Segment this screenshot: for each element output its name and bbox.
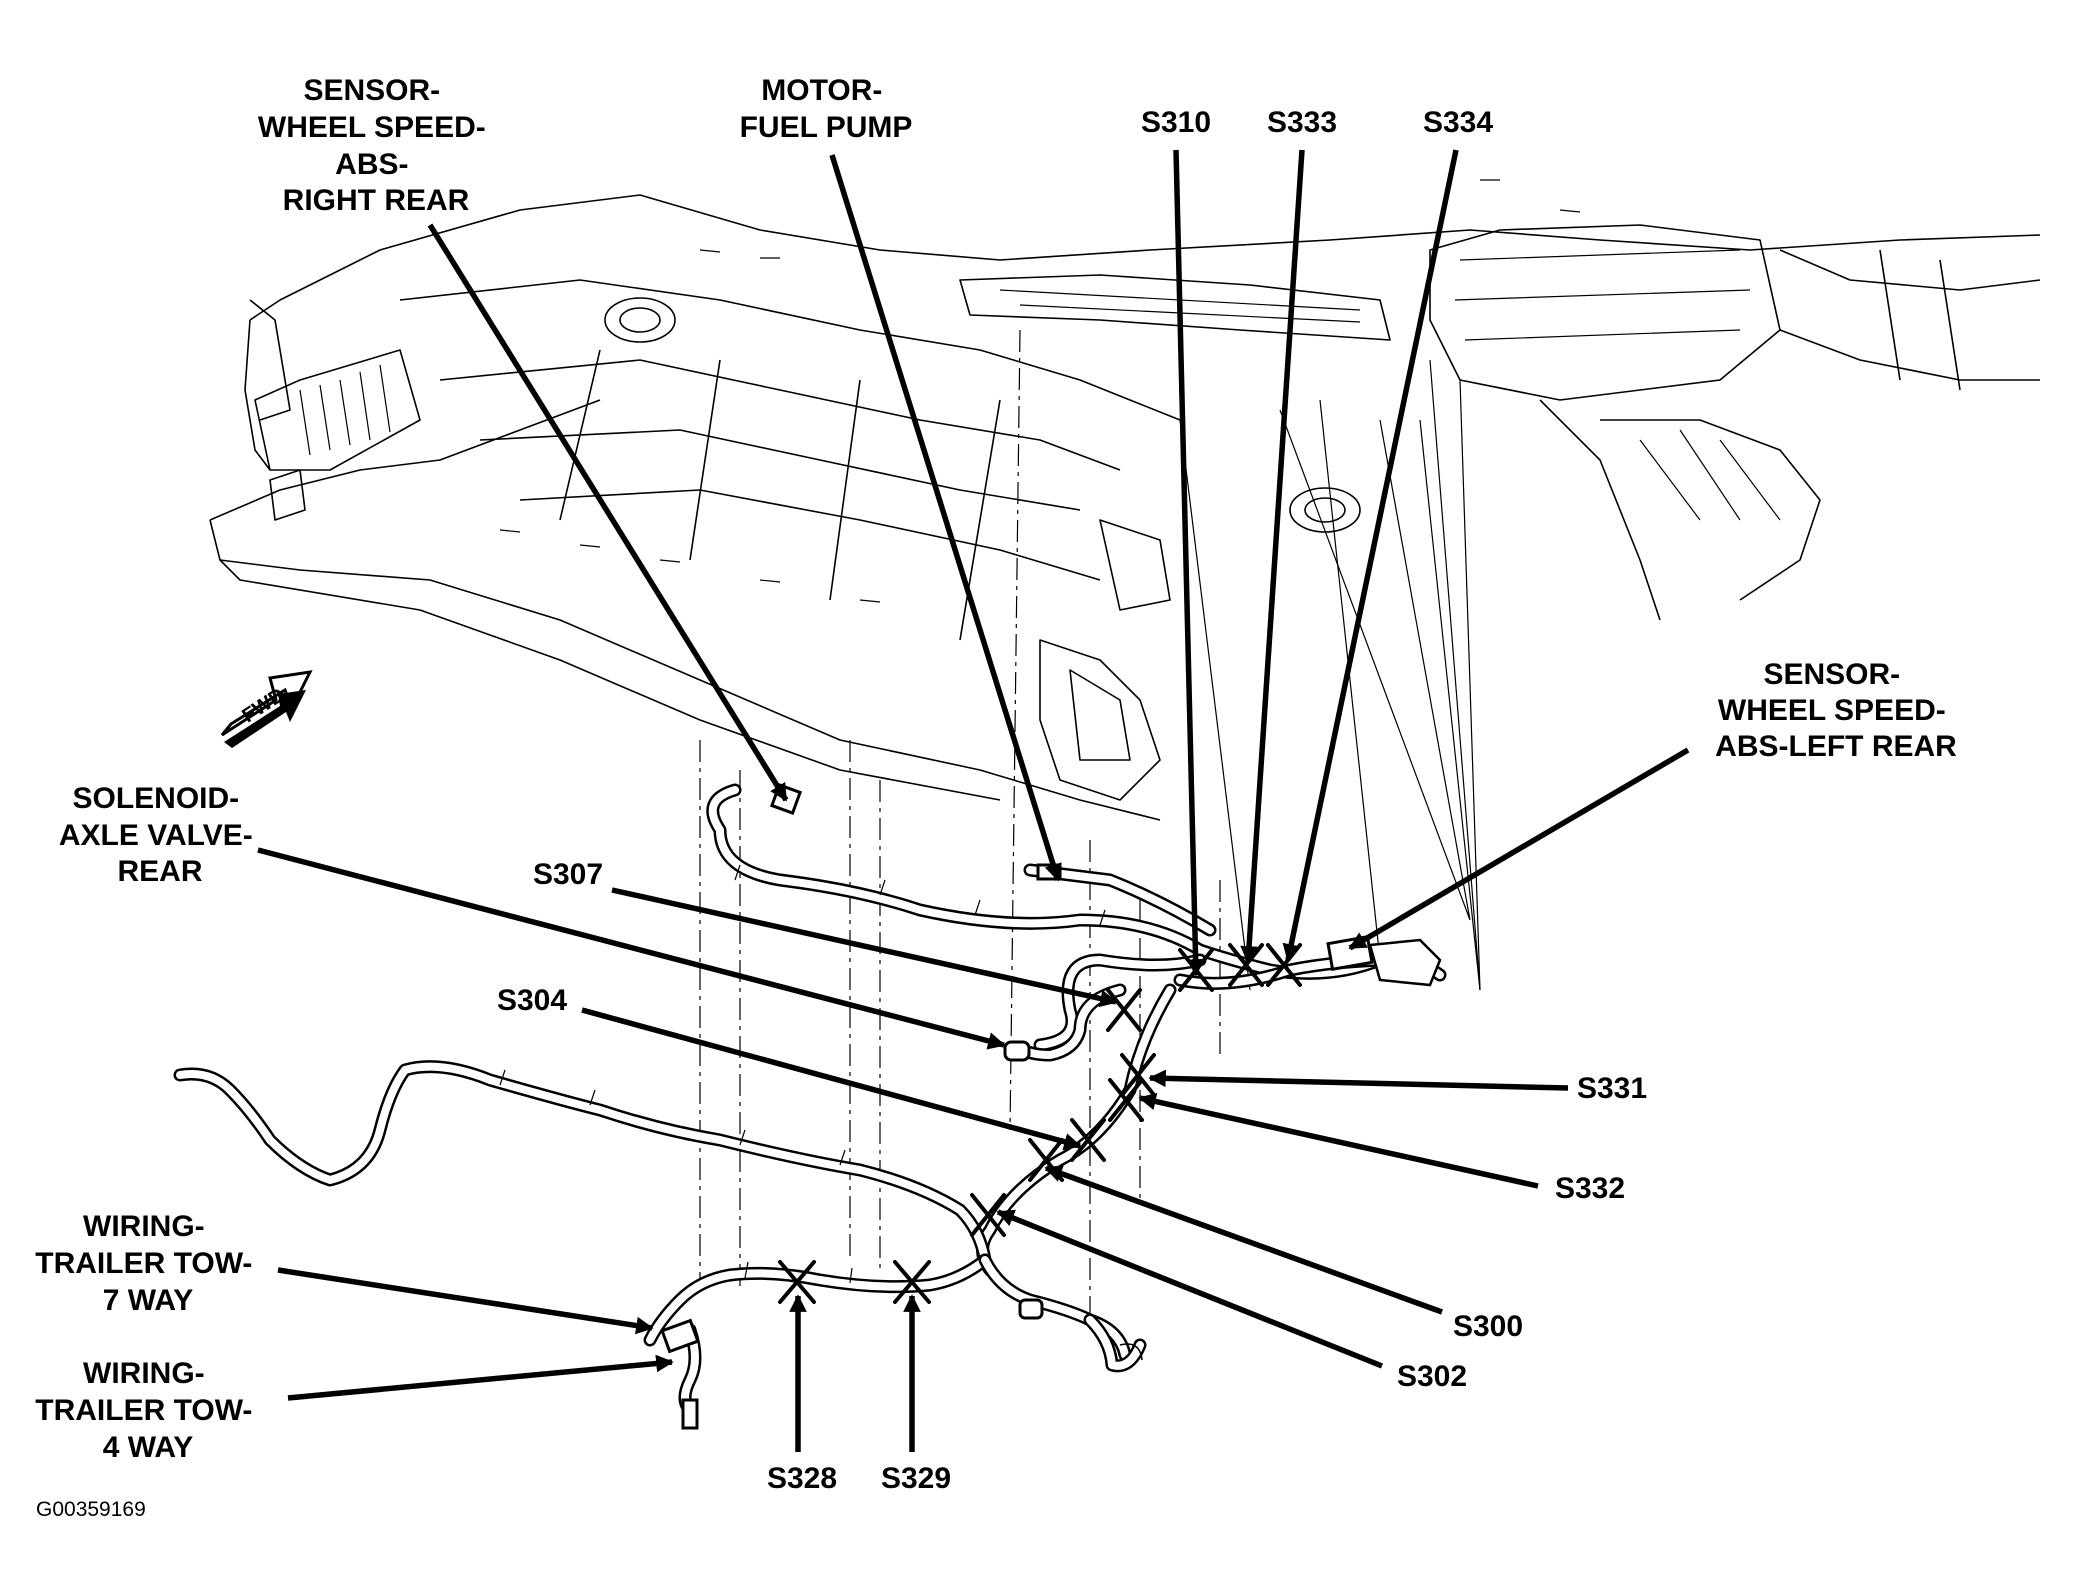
label-sensor-right-rear: SENSOR- WHEEL SPEED- ABS- RIGHT REAR (258, 74, 494, 217)
splice-labels: S310 S333 S334 S307 S304 S331 S332 S300 … (497, 106, 1647, 1495)
label-s329: S329 (881, 1462, 951, 1495)
vehicle-underbody (209, 179, 2041, 1330)
leader-s304 (581, 1007, 1082, 1151)
splice-x-s331 (1120, 1053, 1156, 1097)
label-s304: S304 (497, 984, 567, 1017)
splice-x-s328 (778, 1260, 816, 1304)
leader-sensor-left-rear (1348, 747, 1690, 951)
wiring-harness (173, 782, 1447, 1430)
leader-s333 (1240, 149, 1305, 964)
figure-id: G00359169 (36, 1498, 146, 1521)
label-trailer-tow-4way: WIRING- TRAILER TOW- 4 WAY (35, 1357, 261, 1464)
leader-trailer-7way (277, 1267, 654, 1335)
label-s302: S302 (1397, 1360, 1467, 1393)
splice-markers (778, 943, 1302, 1304)
label-s331: S331 (1577, 1072, 1647, 1105)
splice-x-s302 (970, 1193, 1006, 1237)
splice-x-s329 (893, 1260, 931, 1304)
leader-motor-fuel-pump (829, 154, 1062, 882)
leader-sensor-right-rear (427, 223, 789, 802)
leader-s310 (1173, 149, 1205, 977)
leader-s302 (996, 1209, 1384, 1369)
leader-trailer-4way (287, 1354, 674, 1401)
label-s310: S310 (1141, 106, 1211, 139)
fwd-arrow: FWD (220, 670, 313, 748)
leader-s331 (1148, 1069, 1569, 1091)
splice-x-s307 (1106, 988, 1142, 1032)
leader-s334 (1282, 149, 1459, 962)
leader-lines (257, 149, 1690, 1452)
component-labels: SENSOR- WHEEL SPEED- ABS- RIGHT REAR MOT… (35, 74, 1957, 1464)
label-s333: S333 (1267, 106, 1337, 139)
label-sensor-left-rear: SENSOR- WHEEL SPEED- ABS-LEFT REAR (1715, 658, 1957, 763)
leader-s300 (1044, 1165, 1443, 1315)
label-solenoid-axle-valve: SOLENOID- AXLE VALVE- REAR (59, 782, 261, 888)
label-motor-fuel-pump: MOTOR- FUEL PUMP (740, 74, 913, 144)
leader-solenoid-axle-valve (257, 847, 1006, 1050)
splice-x-s304 (1070, 1118, 1106, 1162)
label-trailer-tow-7way: WIRING- TRAILER TOW- 7 WAY (35, 1210, 261, 1317)
splice-x-s332 (1108, 1078, 1144, 1122)
leader-s332 (1138, 1092, 1539, 1189)
label-s334: S334 (1423, 106, 1493, 139)
label-s307: S307 (533, 858, 603, 891)
label-s328: S328 (767, 1462, 837, 1495)
label-s300: S300 (1453, 1310, 1523, 1343)
label-s332: S332 (1555, 1172, 1625, 1205)
leader-s307 (611, 887, 1118, 1008)
